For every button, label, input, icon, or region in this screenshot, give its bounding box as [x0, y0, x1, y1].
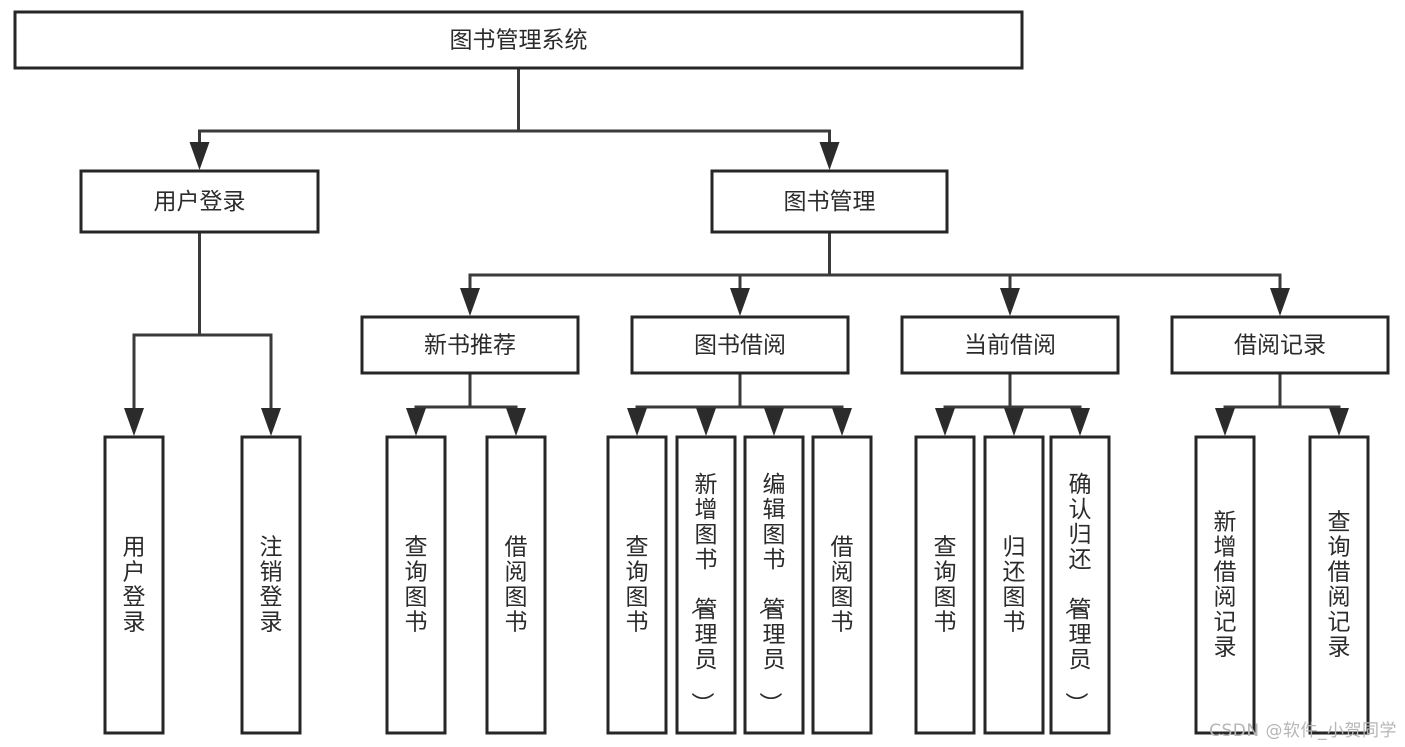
arrow-head-icon — [764, 408, 784, 436]
connector-book-management — [460, 230, 1290, 316]
node-box — [675, 435, 737, 735]
connector-current-borrow — [935, 371, 1090, 436]
node-label: 用户登录 — [123, 535, 146, 636]
node-leaf-query-borrow-record[interactable]: 查询借阅记录 — [1308, 435, 1370, 735]
arrow-head-icon — [832, 408, 852, 436]
node-label: 确认归还（管理员） — [1063, 472, 1092, 715]
node-box — [914, 435, 976, 735]
node-box — [743, 435, 805, 735]
node-label: 查询图书 — [934, 535, 957, 636]
arrow-head-icon — [696, 408, 716, 436]
node-label: 新书推荐 — [424, 333, 516, 359]
arrow-head-icon — [935, 408, 955, 436]
node-box — [240, 435, 302, 735]
connector-layer — [124, 66, 1349, 436]
node-label: 图书管理系统 — [450, 28, 588, 54]
arrow-head-icon — [124, 408, 144, 436]
node-new-book-recommend[interactable]: 新书推荐 — [360, 315, 580, 375]
arrow-head-icon — [1004, 408, 1024, 436]
node-box — [103, 435, 165, 735]
node-box — [983, 435, 1045, 735]
node-label: 查询借阅记录 — [1328, 510, 1351, 661]
arrow-head-icon — [1000, 288, 1020, 316]
arrow-head-icon — [261, 408, 281, 436]
node-label: 归还图书 — [1003, 535, 1026, 636]
arrow-head-icon — [506, 408, 526, 436]
node-box — [1308, 435, 1370, 735]
connector-book-borrow — [627, 371, 852, 436]
node-box — [1170, 315, 1390, 375]
node-box — [710, 169, 949, 234]
node-leaf-borrow-book[interactable]: 借阅图书 — [811, 435, 873, 735]
node-label: 图书管理 — [784, 189, 876, 215]
node-leaf-logout-login[interactable]: 注销登录 — [240, 435, 302, 735]
node-box — [360, 315, 580, 375]
arrow-head-icon — [730, 288, 750, 316]
node-label: 图书借阅 — [694, 333, 786, 359]
node-layer: 图书管理系统用户登录图书管理新书推荐图书借阅当前借阅借阅记录用户登录注销登录查询… — [13, 10, 1390, 735]
node-label: 用户登录 — [154, 189, 246, 215]
node-leaf-return-book[interactable]: 归还图书 — [983, 435, 1045, 735]
arrow-head-icon — [189, 142, 210, 170]
node-box — [900, 315, 1120, 375]
node-root[interactable]: 图书管理系统 — [13, 10, 1024, 70]
node-label: 查询图书 — [405, 535, 428, 636]
node-box — [1194, 435, 1256, 735]
node-label: 借阅图书 — [831, 535, 854, 636]
connector-user-login — [124, 230, 281, 436]
node-label: 编辑图书（管理员） — [757, 472, 786, 715]
arrow-head-icon — [1070, 408, 1090, 436]
node-leaf-edit-book-admin[interactable]: 编辑图书（管理员） — [743, 435, 805, 735]
node-leaf-user-login[interactable]: 用户登录 — [103, 435, 165, 735]
node-label: 注销登录 — [260, 535, 283, 636]
node-user-login[interactable]: 用户登录 — [79, 169, 320, 234]
node-label: 新增图书（管理员） — [689, 472, 718, 715]
node-book-borrow[interactable]: 图书借阅 — [630, 315, 850, 375]
node-leaf-borrow-book-recommend[interactable]: 借阅图书 — [485, 435, 547, 735]
arrow-head-icon — [1270, 288, 1290, 316]
watermark-label: CSDN @软件_小贺同学 — [1209, 721, 1397, 741]
connector-borrow-record — [1215, 371, 1349, 436]
node-box — [485, 435, 547, 735]
node-box — [811, 435, 873, 735]
node-label: 新增借阅记录 — [1214, 510, 1237, 661]
node-box — [606, 435, 668, 735]
node-leaf-add-book-admin[interactable]: 新增图书（管理员） — [675, 435, 737, 735]
arrow-head-icon — [1329, 408, 1349, 436]
node-box — [1049, 435, 1111, 735]
node-leaf-query-book-current[interactable]: 查询图书 — [914, 435, 976, 735]
arrow-head-icon — [406, 408, 426, 436]
connector-new-book-recommend — [406, 371, 526, 436]
arrow-head-icon — [819, 142, 840, 170]
node-leaf-add-borrow-record[interactable]: 新增借阅记录 — [1194, 435, 1256, 735]
node-leaf-query-book-recommend[interactable]: 查询图书 — [385, 435, 447, 735]
node-borrow-record[interactable]: 借阅记录 — [1170, 315, 1390, 375]
node-box — [13, 10, 1024, 70]
node-label: 当前借阅 — [964, 333, 1056, 359]
connector-root — [189, 66, 840, 170]
node-label: 借阅图书 — [505, 535, 528, 636]
node-box — [385, 435, 447, 735]
node-label: 借阅记录 — [1234, 333, 1326, 359]
node-book-management[interactable]: 图书管理 — [710, 169, 949, 234]
arrow-head-icon — [627, 408, 647, 436]
node-leaf-confirm-return-admin[interactable]: 确认归还（管理员） — [1049, 435, 1111, 735]
arrow-head-icon — [1215, 408, 1235, 436]
node-box — [630, 315, 850, 375]
node-label: 查询图书 — [626, 535, 649, 636]
arrow-head-icon — [460, 288, 480, 316]
node-leaf-query-book-borrow[interactable]: 查询图书 — [606, 435, 668, 735]
node-box — [79, 169, 320, 234]
node-current-borrow[interactable]: 当前借阅 — [900, 315, 1120, 375]
